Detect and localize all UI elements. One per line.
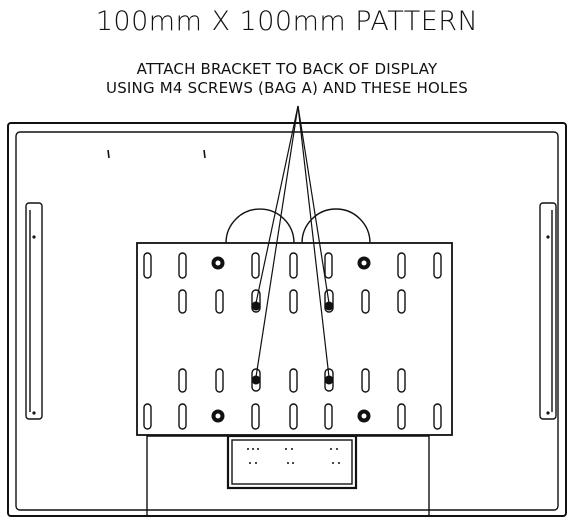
plate-slots [143, 252, 442, 430]
instruction-line-1: ATTACH BRACKET TO BACK OF DISPLAY [136, 60, 438, 78]
top-mark-right [203, 149, 206, 159]
screw-hole-top-right [357, 256, 371, 270]
top-mark-left [107, 149, 110, 159]
screw-hole-bottom-right [357, 409, 371, 423]
screw-hole-bottom-left [211, 409, 225, 423]
right-side-handle [539, 202, 557, 420]
plate-screw-holes [211, 256, 371, 423]
right-boss [301, 208, 371, 244]
diagram-title: 100mm X 100mm PATTERN [95, 6, 479, 37]
screw-hole-top-left [211, 256, 225, 270]
connector-block [226, 434, 358, 490]
instruction-line-2: USING M4 SCREWS (BAG A) AND THESE HOLES [106, 79, 468, 97]
left-side-handle [25, 202, 43, 420]
leader-lines [255, 105, 330, 378]
left-boss [225, 208, 295, 244]
display-inner-frame [15, 131, 559, 511]
connector-dots [247, 448, 340, 464]
lower-stand-base [146, 431, 430, 517]
vesa-hole-lower-right [324, 368, 334, 392]
vesa-hole-lower-left [251, 368, 261, 392]
